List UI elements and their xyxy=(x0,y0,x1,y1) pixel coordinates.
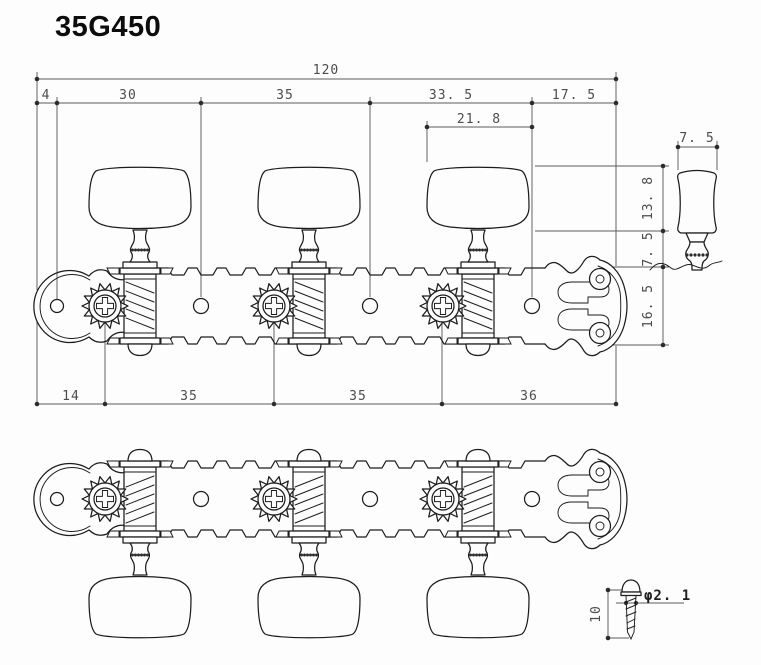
tuner-gear-assembly xyxy=(250,448,343,538)
dim-top-5: 17. 5 xyxy=(552,88,596,103)
screw-head xyxy=(621,579,641,593)
back-view-drawing xyxy=(33,448,628,639)
button-side-view xyxy=(649,169,723,271)
tuner-knob xyxy=(426,536,530,639)
tuner-gear-assembly xyxy=(81,267,174,357)
screw-threads xyxy=(625,597,637,630)
tuner-gear-assembly xyxy=(419,448,512,538)
dim-knob-width: 21. 8 xyxy=(457,112,501,127)
dim-knob-thickness: 7. 5 xyxy=(679,131,714,146)
tuner-knob xyxy=(426,166,530,269)
tuner-knob xyxy=(88,536,192,639)
tuner-knob xyxy=(88,166,192,269)
dim-right-3: 16. 5 xyxy=(641,284,656,328)
tuner-gear-assembly xyxy=(81,448,174,538)
dim-screw-diameter: φ2. 1 xyxy=(644,588,691,604)
dimension-dots xyxy=(34,76,720,641)
tuner-knob xyxy=(257,166,361,269)
dim-screw-length: 10 xyxy=(589,605,604,623)
dim-top-3: 35 xyxy=(276,88,294,103)
page-title: 35G450 xyxy=(55,11,161,43)
break-line xyxy=(649,260,723,271)
knurl-dots xyxy=(685,253,709,257)
screw-detail-drawing xyxy=(620,579,642,641)
dim-top-4: 33. 5 xyxy=(429,88,473,103)
dim-right-1: 13. 8 xyxy=(641,176,656,220)
dim-bottom-3: 35 xyxy=(349,389,367,404)
front-view-drawing xyxy=(33,166,628,357)
dimension-annotations: 120 4 30 35 33. 5 17. 5 21. 8 14 35 35 3… xyxy=(34,63,720,641)
dim-bottom-1: 14 xyxy=(62,389,80,404)
dimension-lines xyxy=(37,78,717,638)
screw-tip xyxy=(627,631,635,641)
dim-bottom-2: 35 xyxy=(180,389,198,404)
dim-bottom-4: 36 xyxy=(520,389,538,404)
dim-top-2: 30 xyxy=(119,88,137,103)
dim-overall: 120 xyxy=(313,63,339,78)
dim-right-2: 7. 5 xyxy=(641,231,656,266)
tuner-gear-assembly xyxy=(419,267,512,357)
tuner-knob xyxy=(257,536,361,639)
tuner-gear-assembly xyxy=(250,267,343,357)
dim-top-1: 4 xyxy=(42,88,51,103)
extension-lines xyxy=(36,72,718,639)
